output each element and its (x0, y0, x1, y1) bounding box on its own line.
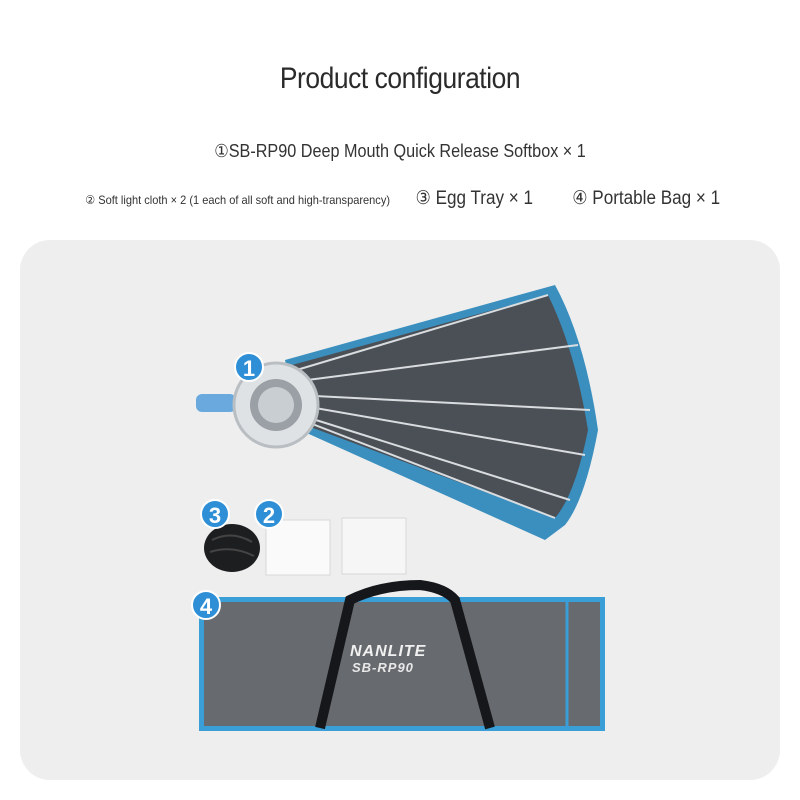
badge-softbox: 1 (234, 352, 264, 382)
badge-egg-crate: 3 (200, 499, 230, 529)
portable-bag-image (199, 579, 605, 731)
page-title: Product configuration (279, 62, 521, 95)
diffusion-cloths-image (265, 517, 407, 576)
bag-model-label: SB-RP90 (352, 660, 414, 675)
config-item-bag: ④ Portable Bag × 1 (571, 188, 720, 209)
config-item-egg-tray: ③ Egg Tray × 1 (415, 188, 534, 209)
config-item-softbox: ①SB-RP90 Deep Mouth Quick Release Softbo… (214, 141, 586, 161)
bag-brand-logo: NANLITE (350, 643, 427, 660)
softbox-image (196, 285, 598, 540)
config-item-cloth: ② Soft light cloth × 2 (1 each of all so… (85, 193, 390, 207)
config-items-row: ② Soft light cloth × 2 (1 each of all so… (0, 187, 800, 210)
badge-cloths: 2 (254, 499, 284, 529)
egg-crate-image (204, 524, 260, 572)
badge-bag: 4 (191, 590, 221, 620)
